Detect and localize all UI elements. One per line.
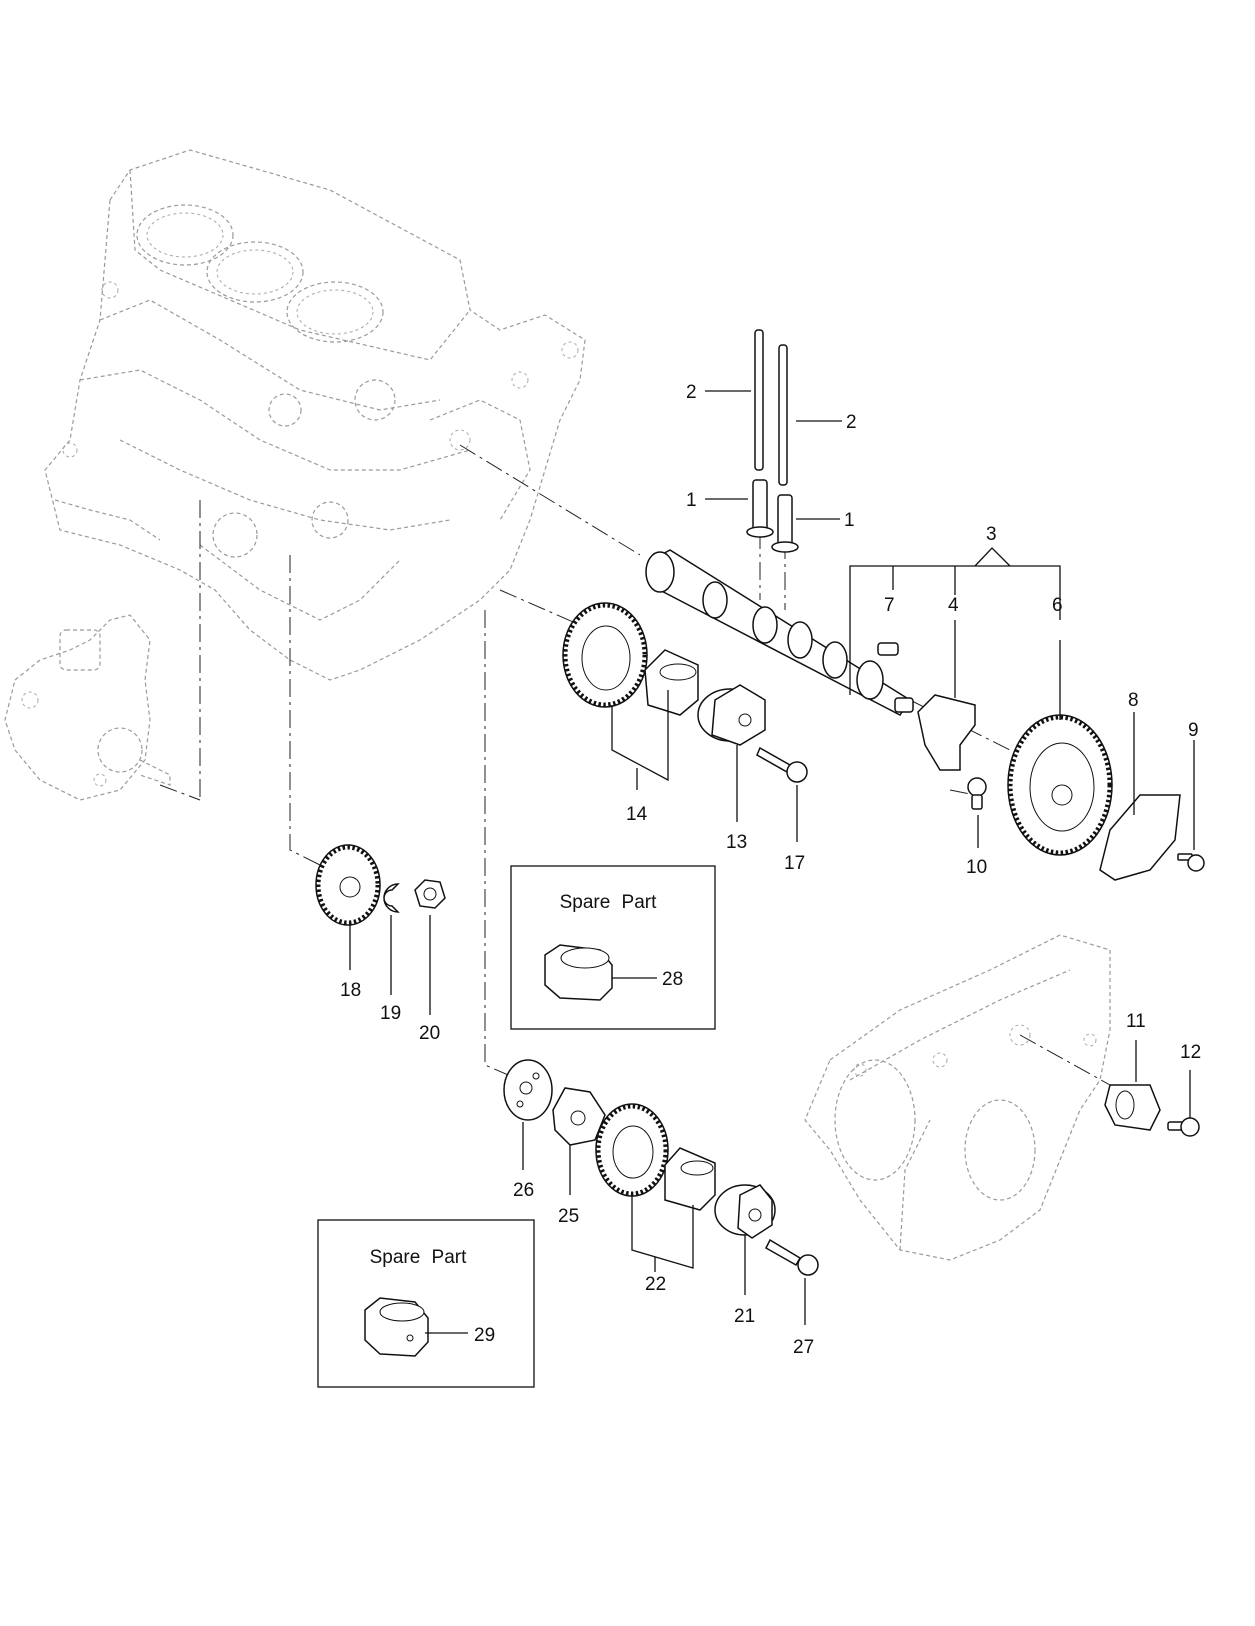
hub-part-21 (714, 1184, 776, 1239)
callout-12: 12 (1180, 1042, 1201, 1063)
callout-1: 1 (844, 510, 855, 531)
callouts: 2 2 1 1 3 7 4 6 8 9 10 14 13 17 18 19 20… (340, 382, 1201, 1358)
cam-gear-part-6 (1007, 714, 1113, 856)
spare-part-title: Spare Part (560, 892, 658, 913)
callout-17: 17 (784, 853, 805, 874)
thrust-plate-part-4 (917, 694, 976, 771)
pump-gear-part-18 (315, 844, 381, 926)
callout-29: 29 (474, 1325, 495, 1346)
callout-3: 3 (986, 524, 997, 545)
callout-2: 2 (686, 382, 697, 403)
callout-27: 27 (793, 1337, 814, 1358)
speed-sensor-part-11 (1104, 1084, 1161, 1131)
callout-1: 1 (686, 490, 697, 511)
plate-part-25 (552, 1087, 606, 1146)
callout-9: 9 (1188, 720, 1199, 741)
callout-8: 8 (1128, 690, 1139, 711)
callout-20: 20 (419, 1023, 440, 1044)
callout-13: 13 (726, 832, 747, 853)
callout-4: 4 (948, 595, 959, 616)
callout-10: 10 (966, 857, 987, 878)
bolt-part-12 (1167, 1117, 1200, 1137)
drive-gear-part-22 (595, 1103, 716, 1211)
callout-28: 28 (662, 969, 683, 990)
gasket-part-26 (503, 1059, 553, 1121)
callout-22: 22 (645, 1274, 666, 1295)
woodruff-key-part-7 (877, 642, 899, 656)
callout-11: 11 (1126, 1011, 1146, 1032)
spare-part-box-29: Spare Part 29 (317, 1219, 535, 1388)
spare-part-box-28: Spare Part 28 (510, 865, 716, 1030)
bolt-part-17 (756, 746, 808, 783)
callout-18: 18 (340, 980, 361, 1001)
push-rods-part-2 (754, 329, 788, 486)
fuel-pump-phantom (4, 614, 171, 801)
spare-part-title: Spare Part (370, 1247, 468, 1268)
bolt-part-10 (967, 777, 987, 810)
timing-cover-phantom (804, 934, 1111, 1261)
tappets-part-1 (746, 479, 799, 553)
bolt-part-9 (1177, 853, 1205, 872)
nut-part-20 (414, 879, 446, 909)
idler-hub-part-13 (697, 684, 766, 746)
callout-7: 7 (884, 595, 895, 616)
callout-19: 19 (380, 1003, 401, 1024)
bolt-part-27 (765, 1238, 819, 1276)
leader-lines (349, 390, 1195, 1325)
callout-26: 26 (513, 1180, 534, 1201)
lock-washer-part-19 (383, 883, 400, 913)
tone-ring-part-8 (1099, 794, 1181, 881)
engine-block-phantom (44, 149, 586, 681)
idler-gear-part-14 (562, 602, 699, 716)
callout-25: 25 (558, 1206, 579, 1227)
callout-21: 21 (734, 1306, 755, 1327)
callout-14: 14 (626, 804, 648, 825)
camshaft (645, 549, 914, 716)
callout-6: 6 (1052, 595, 1063, 616)
callout-2: 2 (846, 412, 857, 433)
